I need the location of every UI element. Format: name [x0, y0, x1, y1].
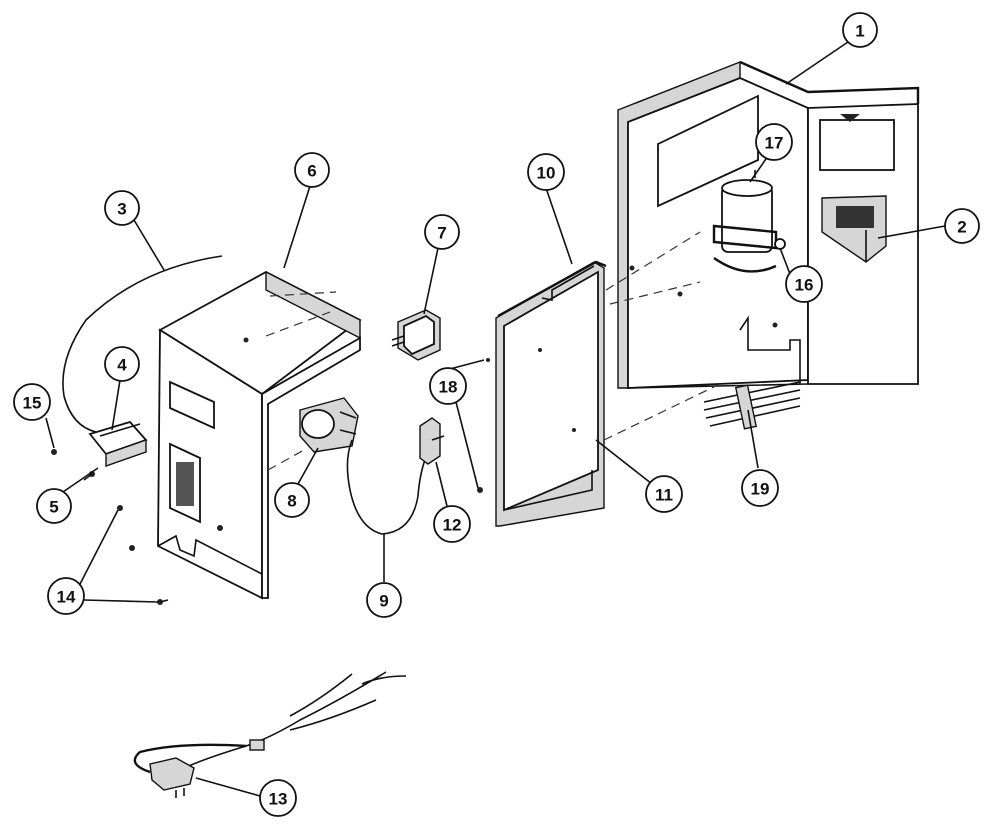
callout-label: 15 [23, 394, 42, 413]
callout-12: 12 [433, 505, 471, 543]
callout-label: 17 [765, 134, 784, 153]
part-7-switch [391, 309, 441, 361]
leader-lines [45, 41, 946, 797]
callout-17: 17 [755, 123, 793, 161]
callout-label: 11 [655, 486, 673, 505]
callout-7: 7 [424, 214, 460, 250]
callout-19: 19 [741, 469, 779, 507]
part-13-power-cord [133, 671, 407, 798]
callout-label: 10 [537, 164, 556, 183]
part-9-capillary-tube [346, 439, 429, 535]
callout-5: 5 [36, 488, 72, 524]
callout-label: 6 [307, 162, 316, 181]
callout-1: 1 [842, 12, 878, 48]
callout-label: 14 [57, 588, 76, 607]
callout-label: 8 [287, 492, 296, 511]
callout-label: 16 [795, 276, 814, 295]
callout-4: 4 [104, 346, 140, 382]
part-6-control-housing [129, 270, 362, 600]
callout-14: 14 [47, 577, 85, 615]
part-11-front-panel [495, 261, 605, 527]
part-16-capacitor-bracket [712, 224, 786, 273]
callout-label: 4 [117, 356, 127, 375]
callout-label: 19 [751, 480, 770, 499]
part-19-wire-connector [703, 381, 801, 430]
callout-16: 16 [785, 265, 823, 303]
callout-label: 12 [443, 516, 462, 535]
part-12-terminal-clip [419, 417, 445, 465]
part-8-thermostat [299, 397, 359, 453]
callout-label: 2 [957, 218, 966, 237]
part-17-capacitor [721, 170, 773, 253]
callout-label: 5 [49, 498, 58, 517]
alignment-lines [265, 231, 721, 471]
callout-label: 1 [855, 22, 864, 41]
part-10-panel-gasket [497, 260, 607, 318]
callout-10: 10 [527, 153, 565, 191]
part-15-screw [51, 449, 57, 455]
callout-13: 13 [259, 779, 297, 817]
callout-label: 9 [379, 592, 388, 611]
part-3-sensor-cord [62, 255, 223, 433]
callout-8: 8 [274, 482, 310, 518]
callout-label: 18 [439, 378, 458, 397]
callout-label: 3 [117, 200, 126, 219]
callout-18: 18 [429, 367, 467, 405]
callout-2: 2 [944, 208, 980, 244]
callout-15: 15 [13, 383, 51, 421]
callout-11: 11 [645, 475, 683, 513]
callout-6: 6 [294, 152, 330, 188]
part-2-control-box [821, 195, 887, 263]
part-14-screws [117, 505, 169, 605]
callout-3: 3 [104, 190, 140, 226]
callout-label: 13 [269, 790, 288, 809]
part-18-screw [477, 358, 490, 493]
callout-label: 7 [437, 224, 446, 243]
callout-9: 9 [366, 582, 402, 618]
callouts: 1 2 3 4 5 6 7 8 [13, 12, 980, 817]
part-4-sensor-holder [88, 420, 148, 467]
